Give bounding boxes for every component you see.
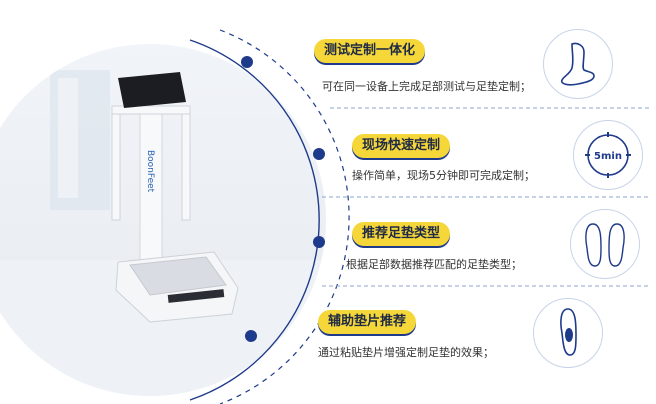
feature-desc-4: 通过粘贴垫片增强定制足垫的效果； [318,346,494,359]
feature-title-1: 测试定制一体化 [314,39,426,63]
arc-dot [241,56,253,68]
feature-title-2: 现场快速定制 [352,134,451,158]
timer-label: 5min [594,151,622,162]
feature-desc-2: 操作简单，现场5分钟即可完成定制； [352,169,535,182]
brand-label: BoonFeet [145,150,155,193]
arc-dot [313,236,325,248]
feature-desc-3: 根据足部数据推荐匹配的足垫类型； [346,258,522,271]
feature-desc-1: 可在同一设备上完成足部测试与足垫定制； [322,80,531,93]
foot-icon [543,29,613,99]
feature-title-3: 推荐足垫类型 [352,222,451,246]
insole-pad-icon [533,298,603,368]
arc-dot [245,330,257,342]
insoles-pair-icon [570,209,640,279]
arc-dot [313,148,325,160]
timer-5min-icon: 5min [573,120,643,190]
feature-title-4: 辅助垫片推荐 [318,310,417,334]
